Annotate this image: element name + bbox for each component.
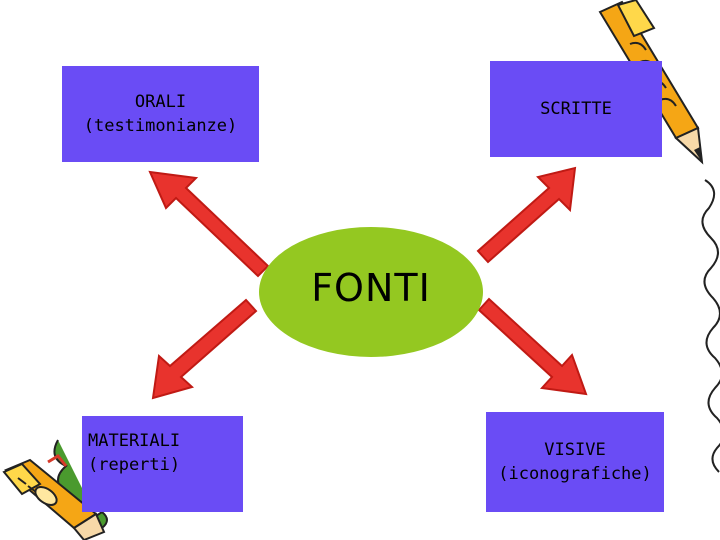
center-label: FONTI bbox=[311, 266, 431, 310]
visive-title: VISIVE bbox=[544, 440, 606, 460]
box-scritte: SCRITTE bbox=[490, 61, 662, 157]
box-materiali: MATERIALI (reperti) bbox=[82, 416, 243, 512]
arrow-to-visive bbox=[477, 297, 588, 396]
center-ellipse: FONTI bbox=[259, 227, 483, 357]
visive-subtitle: (iconografiche) bbox=[498, 464, 652, 484]
paper-clipart bbox=[2, 439, 108, 540]
arrow-to-orali bbox=[148, 170, 270, 278]
arrows bbox=[148, 166, 588, 400]
orali-title: ORALI bbox=[134, 92, 187, 112]
box-visive: VISIVE (iconografiche) bbox=[486, 412, 664, 512]
arrow-to-materiali bbox=[151, 298, 258, 400]
orali-subtitle: (testimonianze) bbox=[83, 116, 238, 136]
materiali-title: MATERIALI bbox=[88, 431, 181, 451]
materiali-subtitle: (reperti) bbox=[88, 455, 181, 475]
arrow-to-scritte bbox=[476, 166, 577, 264]
scritte-title: SCRITTE bbox=[540, 99, 612, 119]
box-orali: ORALI (testimonianze) bbox=[62, 66, 259, 162]
